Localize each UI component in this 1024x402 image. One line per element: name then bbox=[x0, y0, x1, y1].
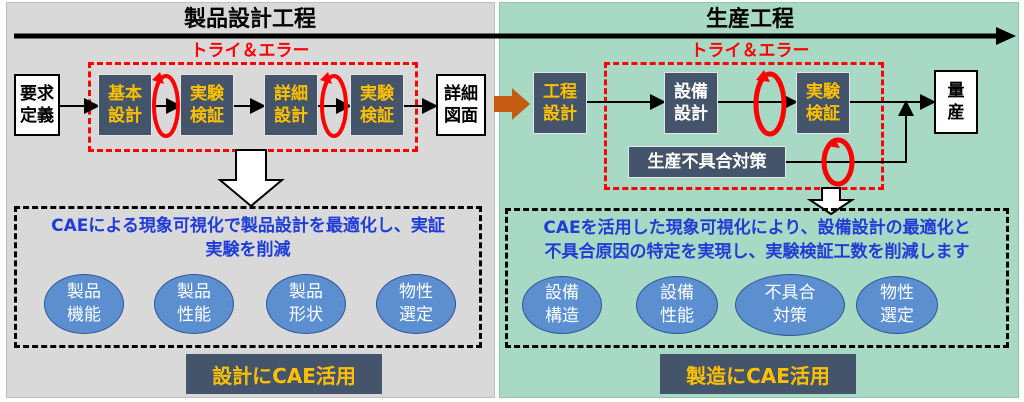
loop-icon-design-1 bbox=[152, 72, 180, 138]
loop-icon-design-2 bbox=[320, 72, 348, 138]
bubble-equipment-performance: 設備 性能 bbox=[636, 276, 718, 334]
loop-icon-production-1 bbox=[753, 70, 787, 137]
process-design-box: 工程 設計 bbox=[533, 72, 587, 134]
design-trial-label: トライ＆エラー bbox=[190, 41, 310, 61]
down-arrow-design bbox=[217, 149, 285, 208]
design-cae-region bbox=[14, 206, 482, 348]
transition-arrow bbox=[494, 88, 530, 120]
production-description: CAEを活用した現象可視化により、設備設計の最適化と 不具合原因の特定を実現し、… bbox=[543, 218, 971, 262]
experiment-box-3: 実験 検証 bbox=[796, 72, 850, 134]
experiment-box-1: 実験 検証 bbox=[180, 74, 234, 136]
bubble-material-selection-design: 物性 選定 bbox=[376, 274, 456, 334]
production-trial-label: トライ＆エラー bbox=[690, 41, 810, 61]
production-cae-region bbox=[505, 208, 1009, 348]
bubble-product-function: 製品 機能 bbox=[44, 274, 124, 334]
design-cae-banner: 設計にCAE活用 bbox=[186, 354, 382, 394]
production-phase-title: 生産工程 bbox=[705, 7, 794, 32]
equipment-design-box: 設備 設計 bbox=[664, 72, 718, 134]
bubble-equipment-structure: 設備 構造 bbox=[522, 276, 602, 334]
detail-drawing-box: 詳細 図面 bbox=[436, 74, 486, 136]
experiment-box-2: 実験 検証 bbox=[350, 74, 404, 136]
loop-icon-production-2 bbox=[821, 137, 855, 187]
production-phase-panel bbox=[499, 2, 1019, 398]
defect-countermeasure-box: 生産不具合対策 bbox=[628, 146, 786, 178]
timeline-arrow bbox=[14, 27, 1016, 45]
basic-design-box: 基本 設計 bbox=[98, 74, 152, 136]
design-description: CAEによる現象可視化で製品設計を最適化し、実証 実験を削減 bbox=[51, 216, 445, 260]
bubble-product-shape: 製品 形状 bbox=[266, 274, 346, 334]
bubble-product-performance: 製品 性能 bbox=[154, 274, 234, 334]
production-cae-banner: 製造にCAE活用 bbox=[660, 354, 856, 394]
mass-production-box: 量 産 bbox=[934, 70, 978, 134]
detail-design-box: 詳細 設計 bbox=[264, 74, 318, 136]
bubble-defect-countermeasure: 不具合 対策 bbox=[735, 274, 845, 336]
down-arrow-production bbox=[806, 187, 856, 216]
design-phase-title: 製品設計工程 bbox=[183, 7, 316, 32]
production-trial-region bbox=[604, 62, 884, 190]
bubble-material-selection-production: 物性 選定 bbox=[856, 276, 938, 334]
requirement-box: 要求 定義 bbox=[14, 74, 60, 136]
